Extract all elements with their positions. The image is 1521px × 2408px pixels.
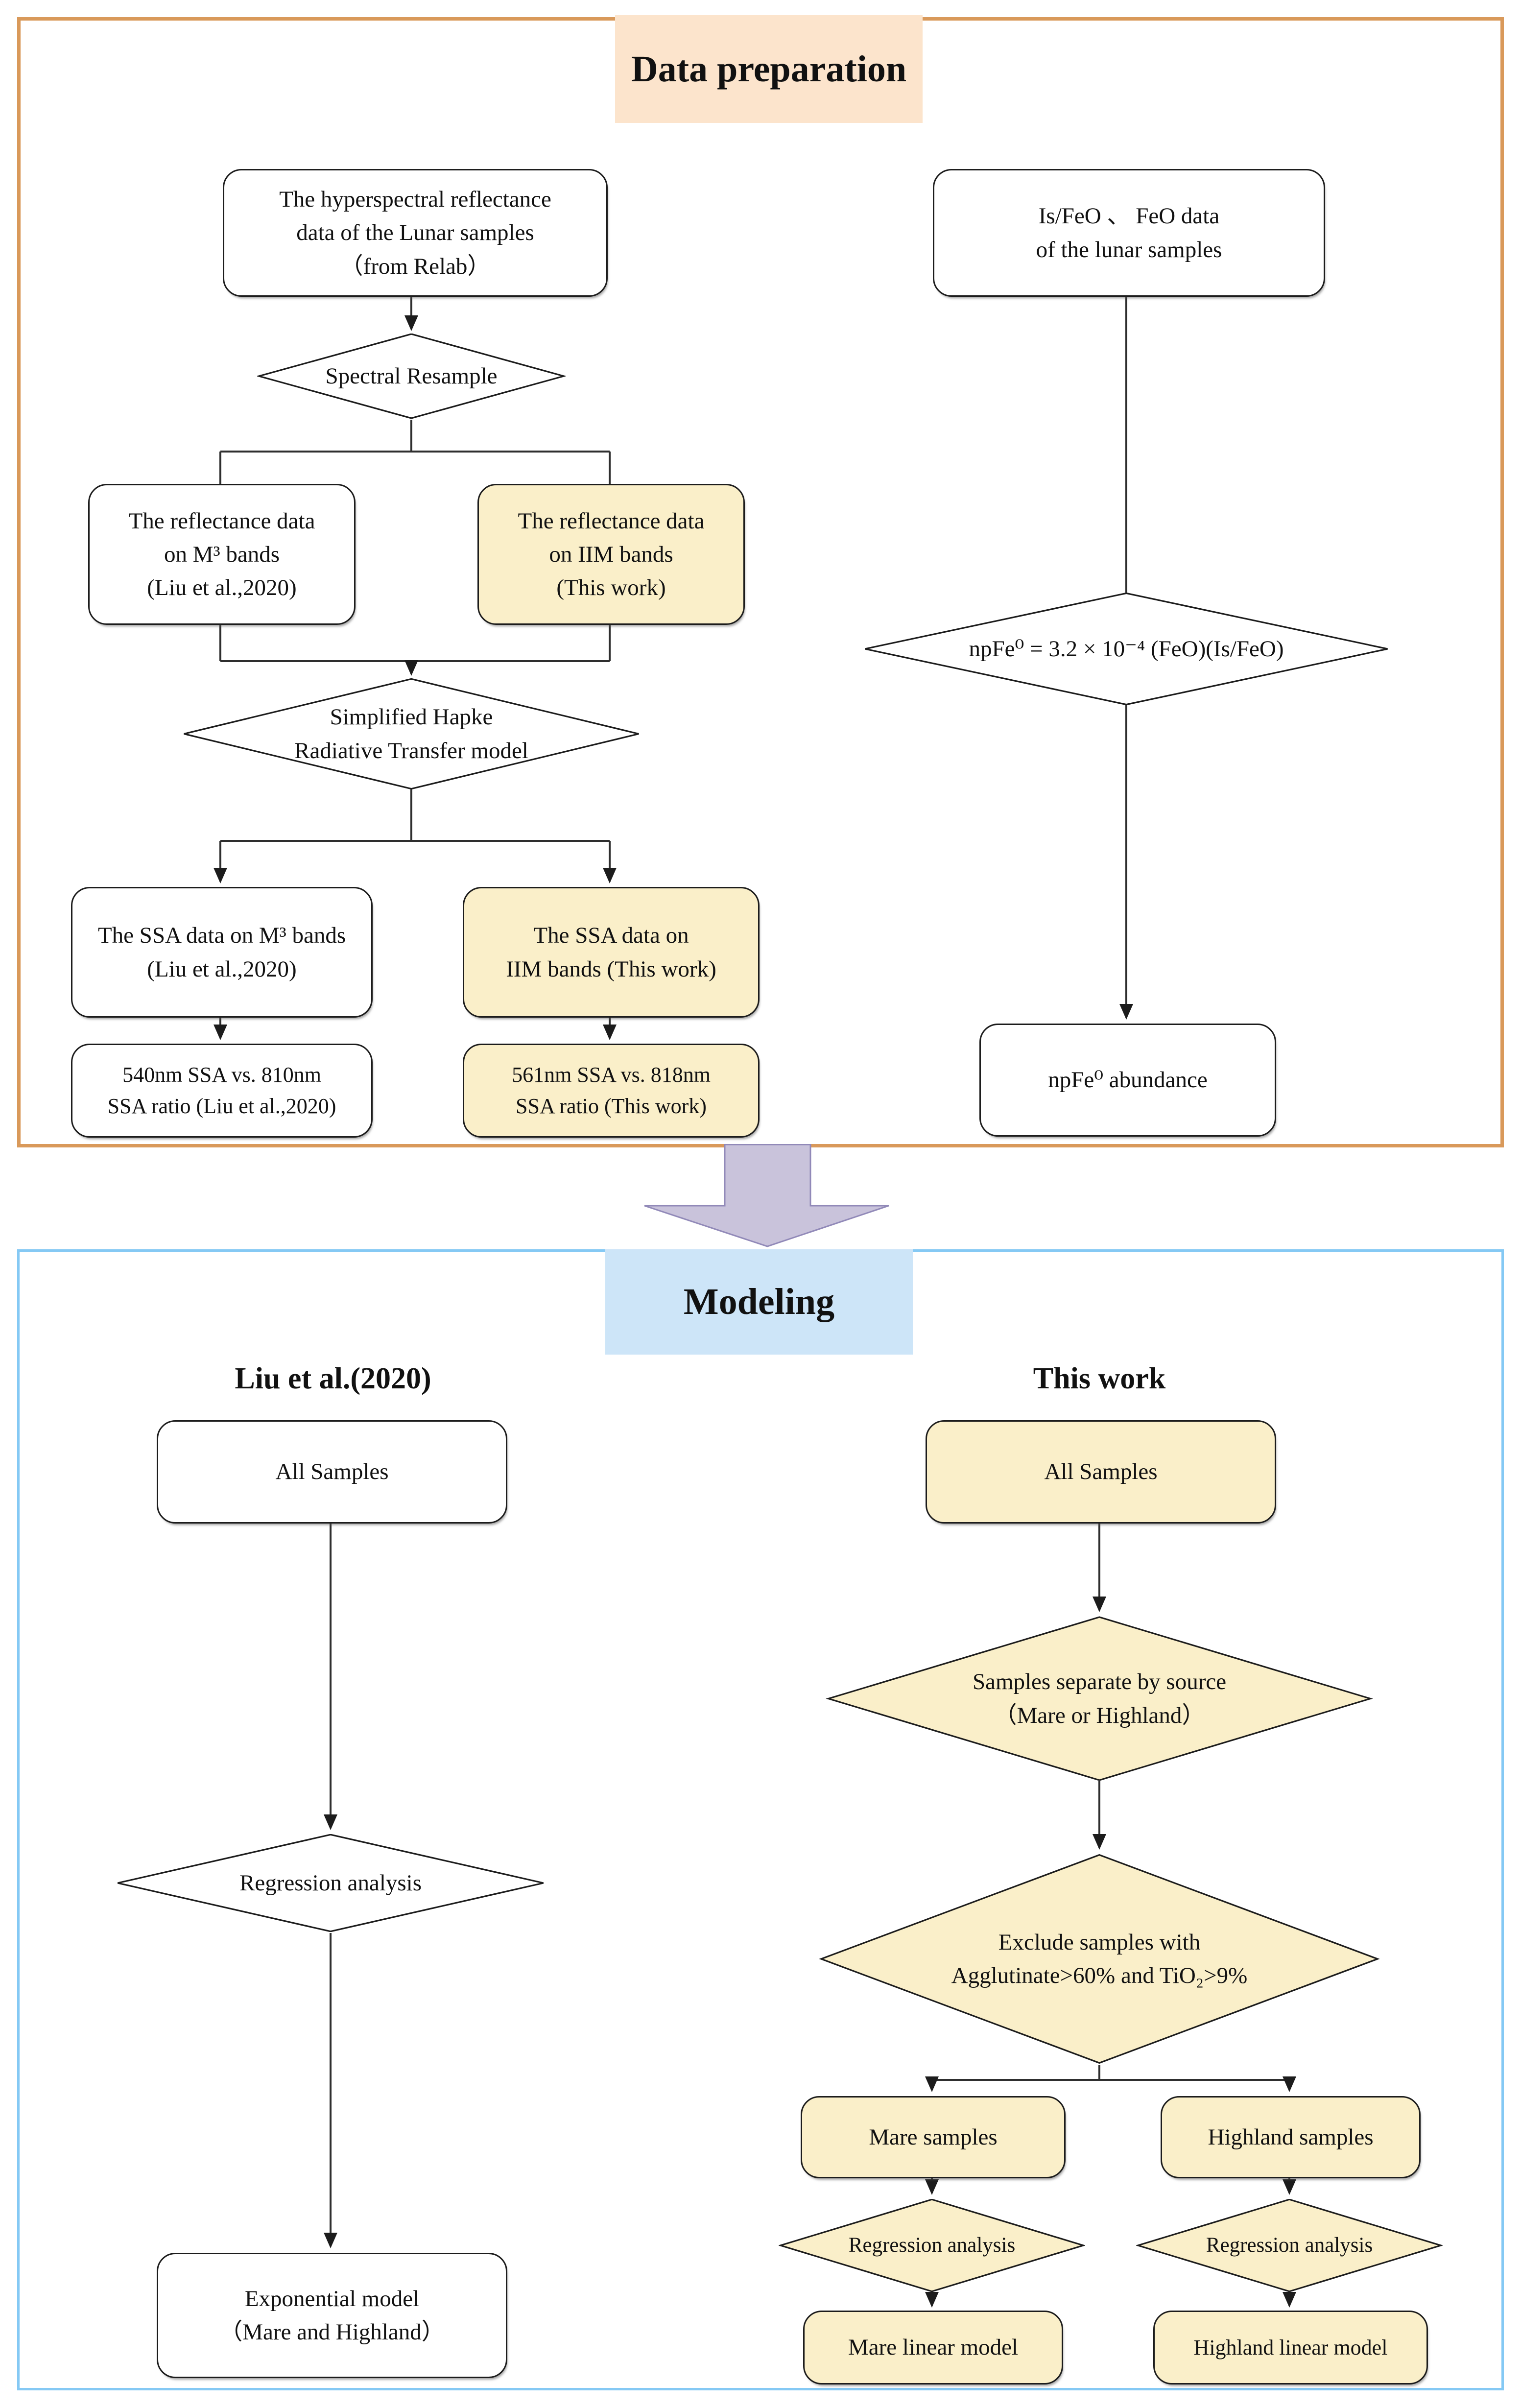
ratio-540-810-box: 540nm SSA vs. 810nm SSA ratio (Liu et al… <box>71 1044 373 1138</box>
highland-samples-box: Highland samples <box>1161 2096 1421 2178</box>
npfe-abundance-box: npFe⁰ abundance <box>979 1024 1276 1137</box>
ssa-iim-text: The SSA data on IIM bands (This work) <box>506 923 716 982</box>
exponential-model-text: Exponential model （Mare and Highland） <box>219 2286 445 2345</box>
work-all-samples-box: All Samples <box>926 1420 1276 1524</box>
highland-regression-diamond: Regression analysis <box>1136 2199 1443 2292</box>
npfe-formula-diamond: npFe⁰ = 3.2 × 10⁻⁴ (FeO)(Is/FeO) <box>862 593 1391 705</box>
modeling-title-text: Modeling <box>683 1281 835 1322</box>
diamond-shape <box>181 678 642 789</box>
mare-samples-box: Mare samples <box>801 2096 1066 2178</box>
reflectance-iim-box: The reflectance data on IIM bands (This … <box>477 484 745 625</box>
ssa-iim-box: The SSA data on IIM bands (This work) <box>463 887 760 1018</box>
ratio-540-810-text: 540nm SSA vs. 810nm SSA ratio (Liu et al… <box>107 1063 336 1118</box>
hapke-model-diamond: Simplified Hapke Radiative Transfer mode… <box>181 678 642 789</box>
diamond-shape <box>818 1854 1381 2064</box>
mare-regression-text: Regression analysis <box>848 2233 1016 2257</box>
samples-separate-diamond: Samples separate by source （Mare or High… <box>825 1616 1374 1781</box>
diamond-shape <box>257 334 566 419</box>
ssa-m3-box: The SSA data on M³ bands (Liu et al.,202… <box>71 887 373 1018</box>
ratio-561-818-box: 561nm SSA vs. 818nm SSA ratio (This work… <box>463 1044 760 1138</box>
work-all-samples-text: All Samples <box>1044 1459 1158 1485</box>
liu-regression-text: Regression analysis <box>239 1870 422 1896</box>
diamond-shape <box>779 2199 1085 2292</box>
hyperspectral-data-box: The hyperspectral reflectance data of th… <box>223 169 608 297</box>
highland-samples-text: Highland samples <box>1208 2124 1374 2150</box>
mare-linear-model-box: Mare linear model <box>803 2311 1063 2384</box>
this-work-column-header: This work <box>928 1356 1271 1402</box>
highland-linear-model-text: Highland linear model <box>1193 2335 1388 2360</box>
hyperspectral-data-text: The hyperspectral reflectance data of th… <box>279 187 551 279</box>
spectral-resample-text: Spectral Resample <box>325 363 498 389</box>
diamond-shape <box>862 593 1391 705</box>
mare-regression-diamond: Regression analysis <box>779 2199 1085 2292</box>
diamond-shape <box>1136 2199 1443 2292</box>
spectral-resample-diamond: Spectral Resample <box>257 334 566 419</box>
exclude-samples-diamond: Exclude samples with Agglutinate>60% and… <box>818 1854 1381 2064</box>
ssa-m3-text: The SSA data on M³ bands (Liu et al.,202… <box>97 923 346 982</box>
reflectance-m3-box: The reflectance data on M³ bands (Liu et… <box>88 484 356 625</box>
isfeo-data-box: Is/FeO 、 FeO data of the lunar samples <box>933 169 1325 297</box>
data-preparation-title: Data preparation <box>615 15 923 123</box>
isfeo-data-text: Is/FeO 、 FeO data of the lunar samples <box>1036 203 1222 262</box>
section-flow-arrow-icon <box>644 1144 889 1247</box>
liu-column-header-text: Liu et al.(2020) <box>235 1362 431 1395</box>
reflectance-m3-text: The reflectance data on M³ bands (Liu et… <box>128 508 315 601</box>
reflectance-iim-text: The reflectance data on IIM bands (This … <box>518 508 705 601</box>
exponential-model-box: Exponential model （Mare and Highland） <box>157 2253 507 2378</box>
liu-column-header: Liu et al.(2020) <box>159 1356 507 1402</box>
highland-linear-model-box: Highland linear model <box>1153 2311 1428 2384</box>
npfe-abundance-text: npFe⁰ abundance <box>1048 1067 1208 1093</box>
diamond-shape <box>825 1616 1374 1781</box>
diamond-shape <box>115 1834 546 1932</box>
exclude-samples-text: Exclude samples with Agglutinate>60% and… <box>951 1929 1248 1988</box>
ratio-561-818-text: 561nm SSA vs. 818nm SSA ratio (This work… <box>512 1063 711 1118</box>
data-preparation-title-text: Data preparation <box>631 48 907 90</box>
highland-regression-text: Regression analysis <box>1206 2233 1373 2257</box>
mare-linear-model-text: Mare linear model <box>848 2335 1019 2360</box>
mare-samples-text: Mare samples <box>869 2124 998 2150</box>
npfe-formula-text: npFe⁰ = 3.2 × 10⁻⁴ (FeO)(Is/FeO) <box>969 636 1284 662</box>
this-work-header-text: This work <box>1033 1362 1166 1395</box>
liu-all-samples-text: All Samples <box>275 1459 389 1485</box>
samples-separate-text: Samples separate by source （Mare or High… <box>972 1669 1227 1728</box>
liu-regression-diamond: Regression analysis <box>115 1834 546 1932</box>
hapke-model-text: Simplified Hapke Radiative Transfer mode… <box>294 704 528 763</box>
modeling-title: Modeling <box>605 1249 913 1355</box>
liu-all-samples-box: All Samples <box>157 1420 507 1524</box>
